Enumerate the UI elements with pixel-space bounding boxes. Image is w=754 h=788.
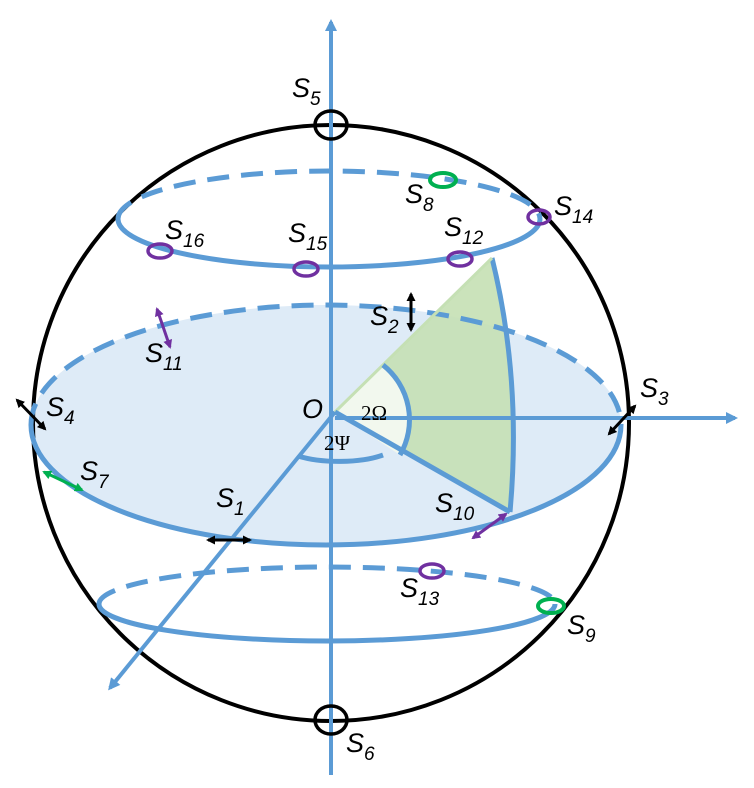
s16-marker	[146, 242, 174, 260]
s12-marker	[446, 250, 474, 268]
s10-arrow	[471, 512, 508, 540]
state-label-s1: S1	[216, 483, 245, 520]
sector-meridian-arc	[489, 257, 516, 513]
state-label-s12: S12	[444, 212, 484, 249]
lower-latitude-back	[96, 564, 558, 605]
s3-arrow	[607, 404, 637, 436]
s4-arrow	[15, 398, 47, 431]
state-label-s14: S14	[554, 191, 593, 228]
s15-marker	[292, 260, 320, 278]
state-label-s3: S3	[640, 373, 669, 410]
omega-angle-region	[335, 365, 410, 455]
psi-angle-label: 2Ψ	[324, 431, 351, 455]
state-label-s8: S8	[405, 179, 434, 216]
s8-marker	[428, 171, 458, 189]
s7-arrow	[42, 470, 84, 492]
s14-marker	[526, 208, 552, 226]
state-label-s11: S11	[145, 338, 183, 375]
state-label-s9: S9	[567, 610, 596, 647]
state-label-s13: S13	[400, 573, 440, 610]
s13-marker	[418, 562, 446, 580]
state-label-s4: S4	[46, 392, 75, 429]
state-label-s7: S7	[80, 456, 110, 493]
equator-back	[28, 302, 624, 426]
omega-arc	[381, 363, 412, 457]
psi-arc	[297, 452, 384, 464]
radius-to-s10	[333, 409, 512, 515]
pole-s5-marker	[313, 109, 349, 141]
state-label-s16: S16	[165, 215, 205, 252]
lower-latitude-front	[96, 603, 558, 644]
state-label-s5: S5	[292, 73, 321, 110]
pole-s6-marker	[313, 704, 349, 736]
state-label-s2: S2	[370, 301, 399, 338]
state-label-s6: S6	[346, 728, 375, 765]
radius-to-s12	[333, 256, 494, 414]
s11-arrow	[155, 307, 172, 349]
origin-label: O	[302, 394, 323, 424]
omega-angle-label: 2Ω	[361, 401, 387, 425]
s9-marker	[536, 597, 566, 615]
state-label-s10: S10	[435, 488, 475, 525]
state-label-s15: S15	[288, 218, 328, 255]
